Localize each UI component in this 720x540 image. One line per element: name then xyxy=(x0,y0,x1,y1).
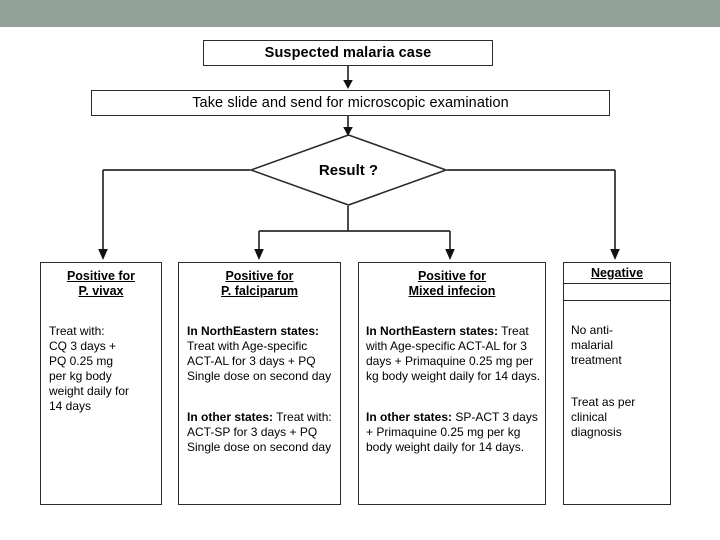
outcome-2-para-1-lead: In NorthEastern states: xyxy=(187,324,320,339)
outcome-3-para-2-text: SP-ACT 3 days + Primaquine 0.25 mg per k… xyxy=(366,409,538,454)
arrowhead-to-outcome-2 xyxy=(254,249,264,260)
outcome-3-para-2: In other states: SP-ACT 3 days + Primaqu… xyxy=(366,410,541,455)
arrowhead-to-outcome-1 xyxy=(98,249,108,260)
outcome-box-positive-falciparum: Positive for P. falciparum In NorthEaste… xyxy=(178,262,341,505)
outcome-2-para-1: In NorthEastern states: Treat with Age-s… xyxy=(187,324,333,384)
outcome-1-para-1: Treat with: CQ 3 days + PQ 0.25 mg per k… xyxy=(49,324,154,413)
outcome-2-para-1-text: Treat with Age-specific ACT-AL for 3 day… xyxy=(187,339,332,383)
outcome-2-para-2-lead: In other states: xyxy=(187,409,274,424)
outcome-4-title: Negative xyxy=(564,263,670,284)
outcome-1-title: Positive for P. vivax xyxy=(41,263,161,300)
outcome-3-para-1-text: Treat with Age-specific ACT-AL for 3 day… xyxy=(366,324,541,383)
decision-label: Result ? xyxy=(318,161,379,179)
node-result-decision: Result ? xyxy=(250,134,447,206)
arrowhead-to-outcome-4 xyxy=(610,249,620,260)
decision-label-wrap: Result ? xyxy=(250,134,447,206)
outcome-1-title-line1: Positive for xyxy=(66,269,136,283)
outcome-3-para-2-lead: In other states: xyxy=(366,409,453,424)
outcome-4-para-2-text: Treat as per clinical diagnosis xyxy=(571,394,636,439)
outcome-2-para-2: In other states: Treat with: ACT-SP for … xyxy=(187,410,333,455)
outcome-4-blank-row xyxy=(564,284,670,301)
node-step-label: Take slide and send for microscopic exam… xyxy=(192,95,509,111)
outcome-1-para-1-text: Treat with: CQ 3 days + PQ 0.25 mg per k… xyxy=(49,324,130,413)
node-start-label: Suspected malaria case xyxy=(264,45,432,61)
outcome-3-title-line1: Positive for xyxy=(417,269,487,283)
outcome-2-para-2-text: Treat with: ACT-SP for 3 days + PQ Singl… xyxy=(187,409,332,454)
outcome-4-para-1-text: No anti- malarial treatment xyxy=(571,323,622,368)
diamond-shape xyxy=(250,134,447,206)
outcome-2-title: Positive for P. falciparum xyxy=(179,263,340,300)
node-take-slide: Take slide and send for microscopic exam… xyxy=(91,90,610,116)
outcome-1-title-line2: P. vivax xyxy=(78,284,124,299)
outcome-box-positive-vivax: Positive for P. vivax Treat with: CQ 3 d… xyxy=(40,262,162,505)
outcome-3-para-1: In NorthEastern states: Treat with Age-s… xyxy=(366,324,541,384)
outcome-4-title-line1: Negative xyxy=(590,266,644,280)
outcome-2-title-line1: Positive for xyxy=(225,269,294,283)
outcome-3-title: Positive for Mixed infecion xyxy=(359,263,545,300)
arrowhead-to-outcome-3 xyxy=(445,249,455,260)
outcome-box-positive-mixed: Positive for Mixed infecion In NorthEast… xyxy=(358,262,546,505)
arrowhead-to-step xyxy=(343,80,353,89)
outcome-3-title-line2: Mixed infecion xyxy=(408,284,496,299)
outcome-3-para-1-lead: In NorthEastern states: xyxy=(366,324,499,339)
header-bar xyxy=(0,0,720,27)
outcome-2-body: In NorthEastern states: Treat with Age-s… xyxy=(179,300,340,470)
outcome-4-body: No anti- malarial treatment Treat as per… xyxy=(564,301,670,455)
outcome-2-title-line2: P. falciparum xyxy=(221,284,298,299)
outcome-box-negative: Negative No anti- malarial treatment Tre… xyxy=(563,262,671,505)
outcome-4-para-2: Treat as per clinical diagnosis xyxy=(571,395,665,440)
outcome-3-body: In NorthEastern states: Treat with Age-s… xyxy=(359,300,545,470)
outcome-4-para-1: No anti- malarial treatment xyxy=(571,323,665,368)
outcome-1-body: Treat with: CQ 3 days + PQ 0.25 mg per k… xyxy=(41,300,161,429)
node-suspected-malaria-case: Suspected malaria case xyxy=(203,40,493,66)
